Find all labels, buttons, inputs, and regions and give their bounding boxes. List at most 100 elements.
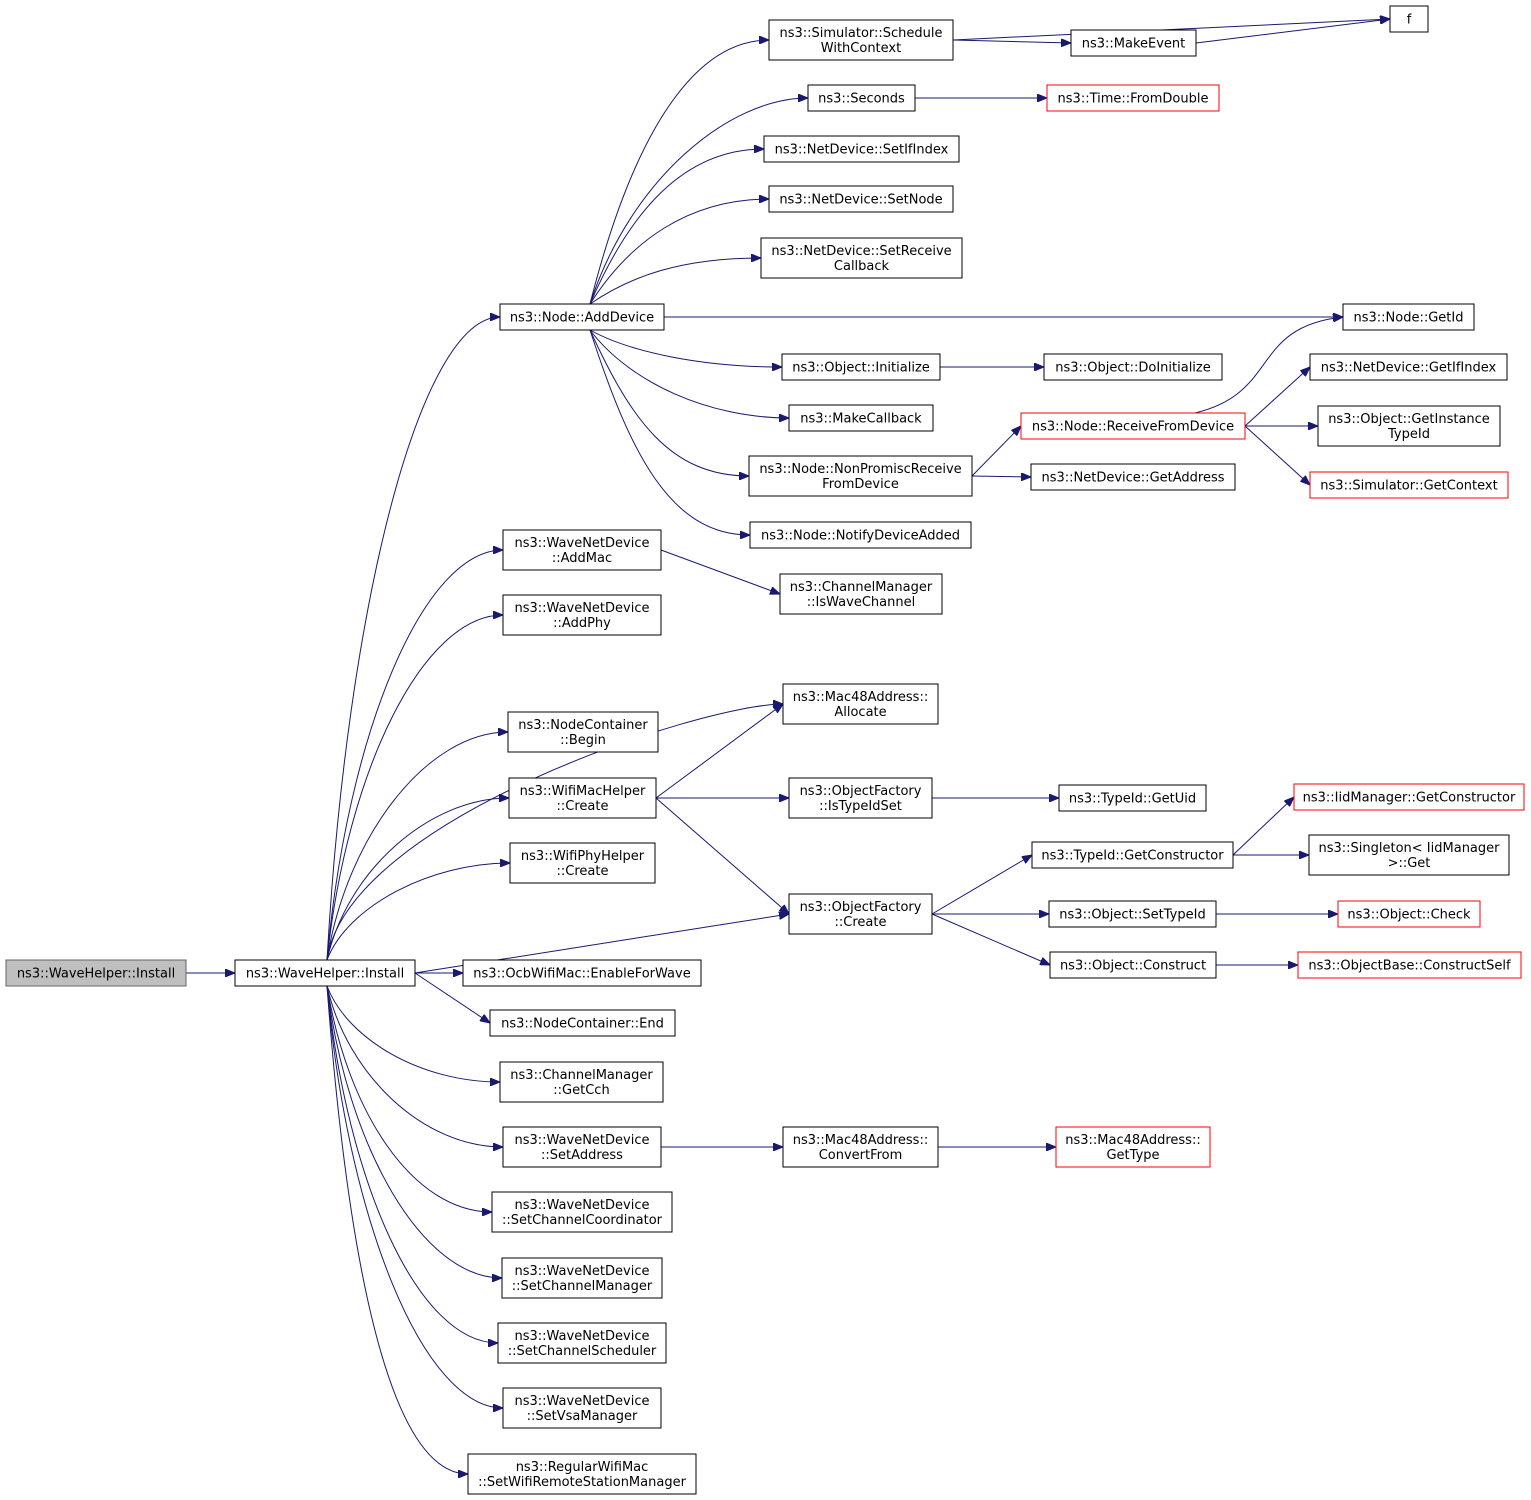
node-seconds[interactable]: ns3::Seconds (807, 84, 916, 112)
node-ofcreate-label-1: ::Create (835, 915, 887, 930)
node-setvsa[interactable]: ns3::WaveNetDevice::SetVsaManager (502, 1387, 662, 1429)
node-setremote[interactable]: ns3::RegularWifiMac::SetWifiRemoteStatio… (467, 1453, 697, 1495)
node-adddevice[interactable]: ns3::Node::AddDevice (499, 303, 665, 331)
node-setsched-label-0: ns3::WaveNetDevice (514, 1329, 649, 1344)
node-getid-label-0: ns3::Node::GetId (1354, 311, 1464, 326)
node-root[interactable]: ns3::WaveHelper::Install (5, 959, 187, 987)
node-getcons-box (1031, 841, 1234, 869)
node-gettype-label-0: ns3::Mac48Address:: (1065, 1133, 1200, 1148)
node-construct-label-0: ns3::Object::Construct (1060, 959, 1206, 974)
node-allocate[interactable]: ns3::Mac48Address::Allocate (782, 683, 939, 725)
node-getctx-label-0: ns3::Simulator::GetContext (1320, 479, 1497, 494)
edge-install-to-adddevice (326, 317, 500, 961)
node-iidget-label-0: ns3::IidManager::GetConstructor (1303, 791, 1516, 806)
node-addphy[interactable]: ns3::WaveNetDevice::AddPhy (502, 594, 662, 636)
node-setcoord-label-0: ns3::WaveNetDevice (514, 1198, 649, 1213)
node-setaddress-label-1: ::SetAddress (541, 1148, 623, 1163)
edge-install-to-addphy (326, 615, 503, 961)
node-getaddr[interactable]: ns3::NetDevice::GetAddress (1030, 463, 1236, 491)
node-setchmgr-label-0: ns3::WaveNetDevice (514, 1264, 649, 1279)
node-notify-label-0: ns3::Node::NotifyDeviceAdded (761, 529, 960, 544)
node-ofcreate[interactable]: ns3::ObjectFactory::Create (788, 893, 933, 935)
node-setvsa-box (502, 1387, 662, 1429)
node-fromdouble[interactable]: ns3::Time::FromDouble (1046, 84, 1220, 112)
node-getuid[interactable]: ns3::TypeId::GetUid (1058, 784, 1207, 812)
node-getid[interactable]: ns3::Node::GetId (1342, 303, 1475, 331)
edge-install-to-maccreate (326, 798, 509, 961)
node-getuid-box (1058, 784, 1207, 812)
node-phycreate-label-1: ::Create (557, 864, 609, 879)
node-maccreate[interactable]: ns3::WifiMacHelper::Create (508, 777, 657, 819)
node-ofcreate-box (788, 893, 933, 935)
node-nonprom-label-1: FromDevice (822, 477, 899, 492)
node-phycreate-label-0: ns3::WifiPhyHelper (521, 849, 645, 864)
node-gettype[interactable]: ns3::Mac48Address::GetType (1055, 1126, 1211, 1168)
node-makecb[interactable]: ns3::MakeCallback (788, 404, 934, 432)
node-enable[interactable]: ns3::OcbWifiMac::EnableForWave (462, 959, 702, 987)
node-setifindex[interactable]: ns3::NetDevice::SetIfIndex (763, 135, 960, 163)
node-adddevice-label-0: ns3::Node::AddDevice (510, 311, 654, 326)
node-singleton-box (1308, 834, 1510, 876)
node-setchmgr-box (501, 1257, 663, 1299)
node-setcoord[interactable]: ns3::WaveNetDevice::SetChannelCoordinato… (491, 1191, 673, 1233)
node-setnode-label-0: ns3::NetDevice::SetNode (779, 193, 942, 208)
node-gettype-box (1055, 1126, 1211, 1168)
node-seconds-label-0: ns3::Seconds (818, 92, 905, 107)
node-recvfrom[interactable]: ns3::Node::ReceiveFromDevice (1020, 412, 1246, 440)
node-schedule-label-1: WithContext (821, 41, 901, 56)
node-setremote-box (467, 1453, 697, 1495)
node-getctx[interactable]: ns3::Simulator::GetContext (1309, 471, 1509, 499)
node-getaddr-label-0: ns3::NetDevice::GetAddress (1041, 471, 1224, 486)
edge-recvfrom-to-getid (1194, 317, 1343, 414)
node-iidget-box (1293, 783, 1525, 811)
node-notify[interactable]: ns3::Node::NotifyDeviceAdded (749, 521, 972, 549)
node-setchmgr[interactable]: ns3::WaveNetDevice::SetChannelManager (501, 1257, 663, 1299)
node-setchmgr-label-1: ::SetChannelManager (512, 1279, 653, 1294)
node-adddevice-box (499, 303, 665, 331)
node-istypeid-label-0: ns3::ObjectFactory (800, 784, 922, 799)
node-makeevent[interactable]: ns3::MakeEvent (1070, 29, 1197, 57)
node-addmac[interactable]: ns3::WaveNetDevice::AddMac (502, 529, 662, 571)
node-f-label-0: f (1407, 13, 1412, 28)
node-setaddress[interactable]: ns3::WaveNetDevice::SetAddress (502, 1126, 662, 1168)
node-f[interactable]: f (1389, 5, 1429, 33)
node-install[interactable]: ns3::WaveHelper::Install (234, 959, 416, 987)
node-initialize[interactable]: ns3::Object::Initialize (781, 353, 941, 381)
node-check[interactable]: ns3::Object::Check (1337, 900, 1481, 928)
node-makecb-box (788, 404, 934, 432)
node-initialize-box (781, 353, 941, 381)
edge-adddevice-to-seconds (589, 98, 808, 305)
node-constself[interactable]: ns3::ObjectBase::ConstructSelf (1297, 951, 1522, 979)
node-getcch[interactable]: ns3::ChannelManager::GetCch (499, 1061, 664, 1103)
node-getcons[interactable]: ns3::TypeId::GetConstructor (1031, 841, 1234, 869)
node-setrecvcb-box (760, 237, 963, 279)
node-getifindex[interactable]: ns3::NetDevice::GetIfIndex (1309, 353, 1508, 381)
node-end[interactable]: ns3::NodeContainer::End (489, 1009, 676, 1037)
node-settypeid[interactable]: ns3::Object::SetTypeId (1048, 900, 1217, 928)
node-allocate-box (782, 683, 939, 725)
node-doinit[interactable]: ns3::Object::DoInitialize (1043, 353, 1223, 381)
node-setnode[interactable]: ns3::NetDevice::SetNode (768, 185, 954, 213)
node-doinit-label-0: ns3::Object::DoInitialize (1055, 361, 1211, 376)
node-begin-box (507, 711, 659, 753)
edge-ofcreate-to-construct (931, 913, 1050, 965)
node-setremote-label-0: ns3::RegularWifiMac (516, 1460, 649, 1475)
node-begin[interactable]: ns3::NodeContainer::Begin (507, 711, 659, 753)
node-convfrom[interactable]: ns3::Mac48Address::ConvertFrom (782, 1126, 939, 1168)
node-iidget[interactable]: ns3::IidManager::GetConstructor (1293, 783, 1525, 811)
node-singleton[interactable]: ns3::Singleton< IidManager >::Get (1308, 834, 1510, 876)
edge-makeevent-to-f (1195, 19, 1390, 44)
node-phycreate[interactable]: ns3::WifiPhyHelper::Create (509, 842, 656, 884)
edge-adddevice-to-setnode (589, 199, 769, 305)
edge-ofcreate-to-getcons (931, 855, 1032, 915)
node-initialize-label-0: ns3::Object::Initialize (792, 361, 930, 376)
node-setsched[interactable]: ns3::WaveNetDevice::SetChannelScheduler (497, 1322, 667, 1364)
node-construct[interactable]: ns3::Object::Construct (1049, 951, 1217, 979)
node-iswave[interactable]: ns3::ChannelManager::IsWaveChannel (779, 573, 943, 615)
node-istypeid[interactable]: ns3::ObjectFactory::IsTypeIdSet (788, 777, 933, 819)
node-begin-label-1: ::Begin (560, 733, 606, 748)
